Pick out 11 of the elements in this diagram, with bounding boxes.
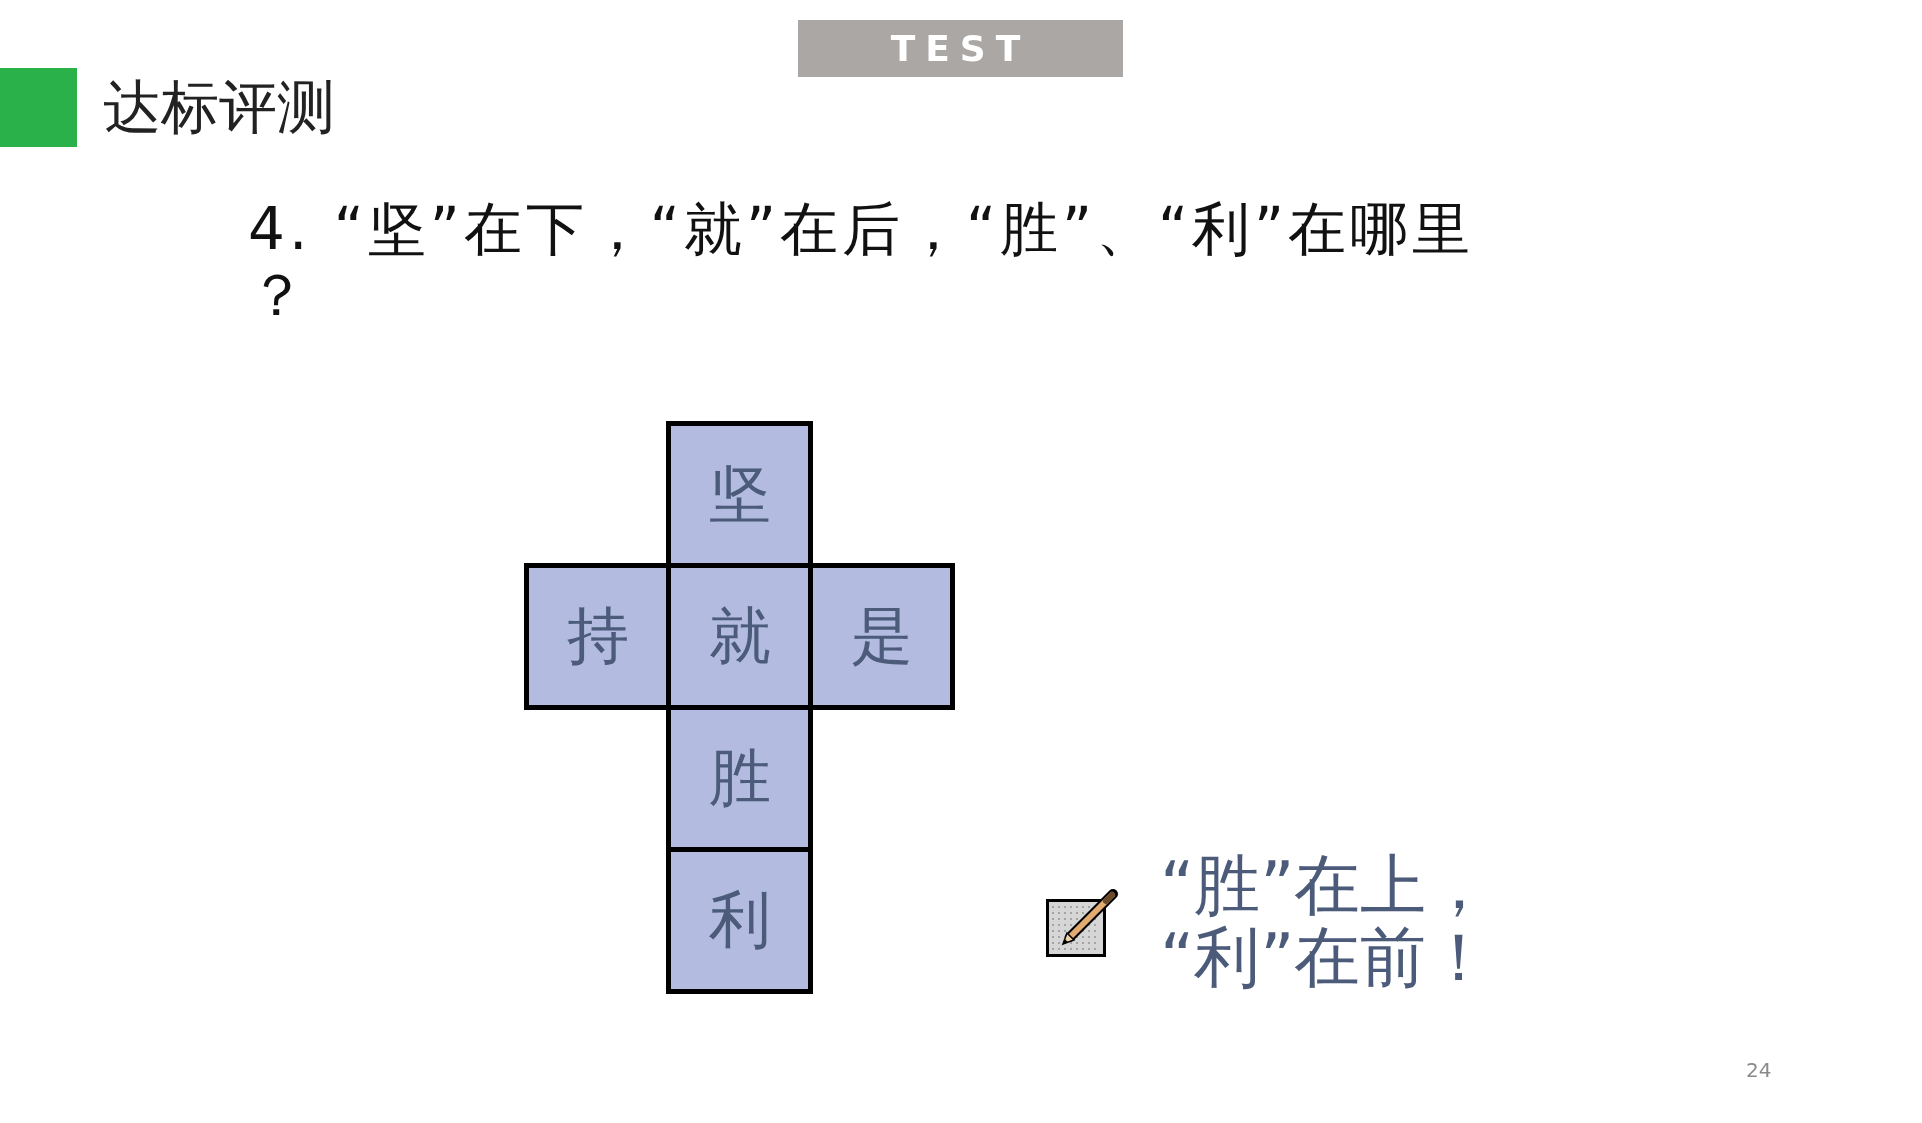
face-character: 持 <box>566 602 629 671</box>
face-character: 是 <box>850 602 913 671</box>
page-number: 24 <box>1746 1058 1772 1082</box>
face-character: 就 <box>708 602 771 671</box>
face-character: 胜 <box>708 744 771 813</box>
face-character: 利 <box>708 886 771 955</box>
question-text: 4. “坚”在下，“就”在后，“胜”、“利”在哪里？ <box>248 196 1476 328</box>
test-banner: TEST <box>798 20 1123 77</box>
face-character: 坚 <box>708 460 771 529</box>
slide-title: 达标评测 <box>103 72 335 142</box>
answer-text: “胜”在上，“利”在前！ <box>1160 850 1494 994</box>
